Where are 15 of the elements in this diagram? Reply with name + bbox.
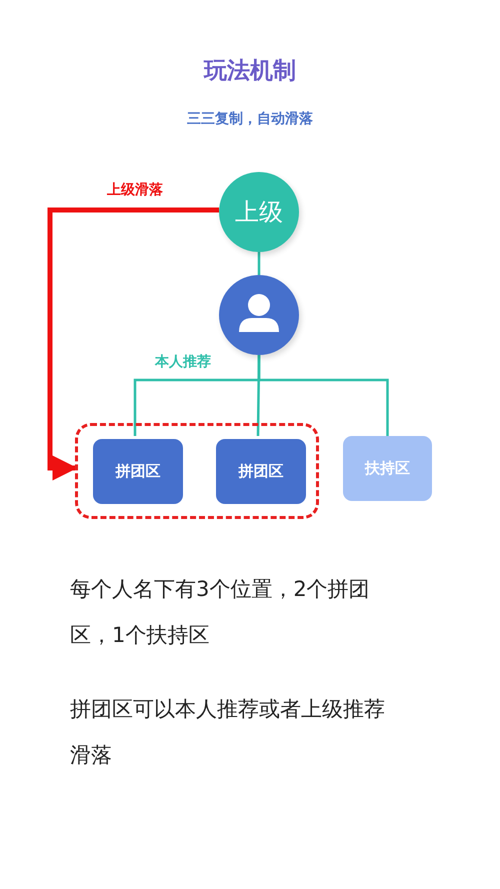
zone-box: 拼团区 [216,439,306,504]
paragraph: 每个人名下有3个位置，2个拼团区，1个扶持区 [70,576,371,649]
subtitle: 三三复制，自动滑落 [187,110,313,128]
edge-label: 本人推荐 [155,353,211,371]
paragraph: 拼团区可以本人推荐或者上级推荐滑落 [70,696,386,769]
superior-circle: 上级 [219,172,299,252]
dashed-group-box [75,423,319,519]
zone-box: 扶持区 [343,436,432,501]
zone-box: 拼团区 [93,439,183,504]
edge-label: 上级滑落 [107,181,163,199]
arrow [48,208,219,480]
title: 玩法机制 [204,57,296,86]
connector-line [258,355,389,436]
connector-line [256,354,260,436]
connector-line [258,252,260,275]
